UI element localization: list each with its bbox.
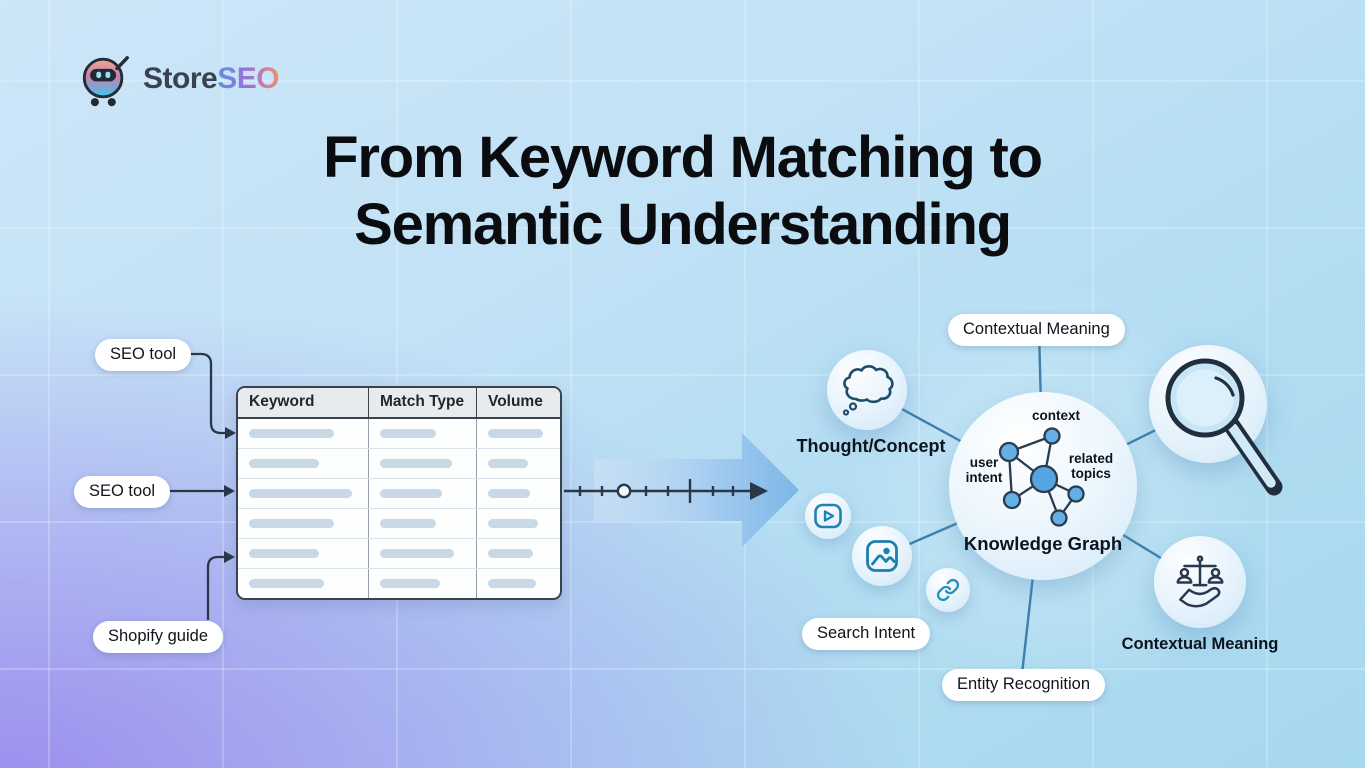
- node-label-user-intent: user intent: [965, 455, 1003, 486]
- thought-cloud-icon: [842, 365, 894, 416]
- placeholder-bar: [249, 429, 334, 438]
- source-connector-arrows: [164, 352, 227, 621]
- table-row: [238, 568, 560, 598]
- placeholder-bar: [488, 519, 538, 528]
- table-cell: [238, 509, 368, 538]
- table-row: [238, 448, 560, 478]
- thought-concept-bubble: [827, 350, 907, 430]
- table-cell: [476, 479, 560, 508]
- timeline-arrowhead: [750, 482, 768, 500]
- balance-scale-hand-icon: [1176, 555, 1224, 608]
- node-label-context: context: [1031, 408, 1080, 423]
- title-line-2: Semantic Understanding: [354, 192, 1012, 258]
- table-cell: [368, 449, 476, 478]
- placeholder-bar: [249, 579, 324, 588]
- placeholder-bar: [249, 549, 319, 558]
- table-row: [238, 508, 560, 538]
- entity-recognition-label: Entity Recognition: [942, 669, 1105, 701]
- knowledge-graph-circle: context user intent related topics Knowl…: [949, 392, 1137, 580]
- brand-seo: SEO: [217, 62, 280, 95]
- keyword-table-rows: [238, 419, 560, 598]
- placeholder-bar: [249, 519, 334, 528]
- column-header-match-type: Match Type: [368, 388, 476, 417]
- big-transition-arrow: [594, 433, 799, 547]
- table-cell: [476, 539, 560, 568]
- link-icon: [936, 578, 960, 602]
- placeholder-bar: [380, 429, 436, 438]
- source-label-seo-tool-1: SEO tool: [95, 339, 192, 371]
- source-arrowheads: [224, 427, 236, 563]
- placeholder-bar: [249, 489, 352, 498]
- table-row: [238, 478, 560, 508]
- table-cell: [476, 419, 560, 448]
- table-cell: [238, 479, 368, 508]
- flow-timeline: [564, 479, 750, 503]
- balance-scale-bubble: [1154, 536, 1246, 628]
- keyword-table: Keyword Match Type Volume: [236, 386, 562, 600]
- video-play-icon: [814, 503, 842, 529]
- placeholder-bar: [488, 579, 536, 588]
- robot-cart-icon: [82, 56, 129, 107]
- contextual-meaning-top-label: Contextual Meaning: [948, 314, 1125, 346]
- placeholder-bar: [249, 459, 319, 468]
- table-cell: [476, 569, 560, 598]
- placeholder-bar: [380, 549, 454, 558]
- table-row: [238, 419, 560, 448]
- table-cell: [238, 539, 368, 568]
- title-line-1: From Keyword Matching to: [323, 125, 1043, 190]
- page-title: From Keyword Matching to Semantic Unders…: [0, 124, 1365, 259]
- table-cell: [238, 419, 368, 448]
- column-header-keyword: Keyword: [249, 393, 315, 410]
- keyword-table-header: Keyword Match Type Volume: [238, 388, 560, 419]
- image-icon: [866, 540, 898, 572]
- table-cell: [368, 539, 476, 568]
- contextual-meaning-bottom-label: Contextual Meaning: [1121, 635, 1279, 653]
- table-cell: [368, 569, 476, 598]
- source-label-seo-tool-2: SEO tool: [74, 476, 171, 508]
- placeholder-bar: [380, 459, 452, 468]
- placeholder-bar: [488, 489, 530, 498]
- magnifying-glass-icon: [1165, 358, 1283, 496]
- table-cell: [368, 509, 476, 538]
- column-header-volume: Volume: [476, 388, 560, 417]
- search-intent-label: Search Intent: [802, 618, 931, 650]
- placeholder-bar: [488, 459, 528, 468]
- placeholder-bar: [488, 429, 543, 438]
- placeholder-bar: [488, 549, 533, 558]
- table-row: [238, 538, 560, 568]
- timeline-marker-circle: [616, 483, 632, 499]
- table-cell: [476, 449, 560, 478]
- image-bubble: [852, 526, 912, 586]
- table-cell: [238, 569, 368, 598]
- placeholder-bar: [380, 579, 440, 588]
- thought-concept-label: Thought/Concept: [796, 436, 946, 456]
- node-label-related-topics: related topics: [1068, 451, 1114, 482]
- table-cell: [238, 449, 368, 478]
- source-label-shopify-guide: Shopify guide: [93, 621, 223, 653]
- table-cell: [368, 419, 476, 448]
- link-bubble: [926, 568, 970, 612]
- placeholder-bar: [380, 489, 442, 498]
- knowledge-graph-label: Knowledge Graph: [963, 533, 1123, 554]
- video-bubble: [805, 493, 851, 539]
- table-cell: [368, 479, 476, 508]
- table-cell: [476, 509, 560, 538]
- placeholder-bar: [380, 519, 436, 528]
- brand-store: Store: [143, 62, 218, 95]
